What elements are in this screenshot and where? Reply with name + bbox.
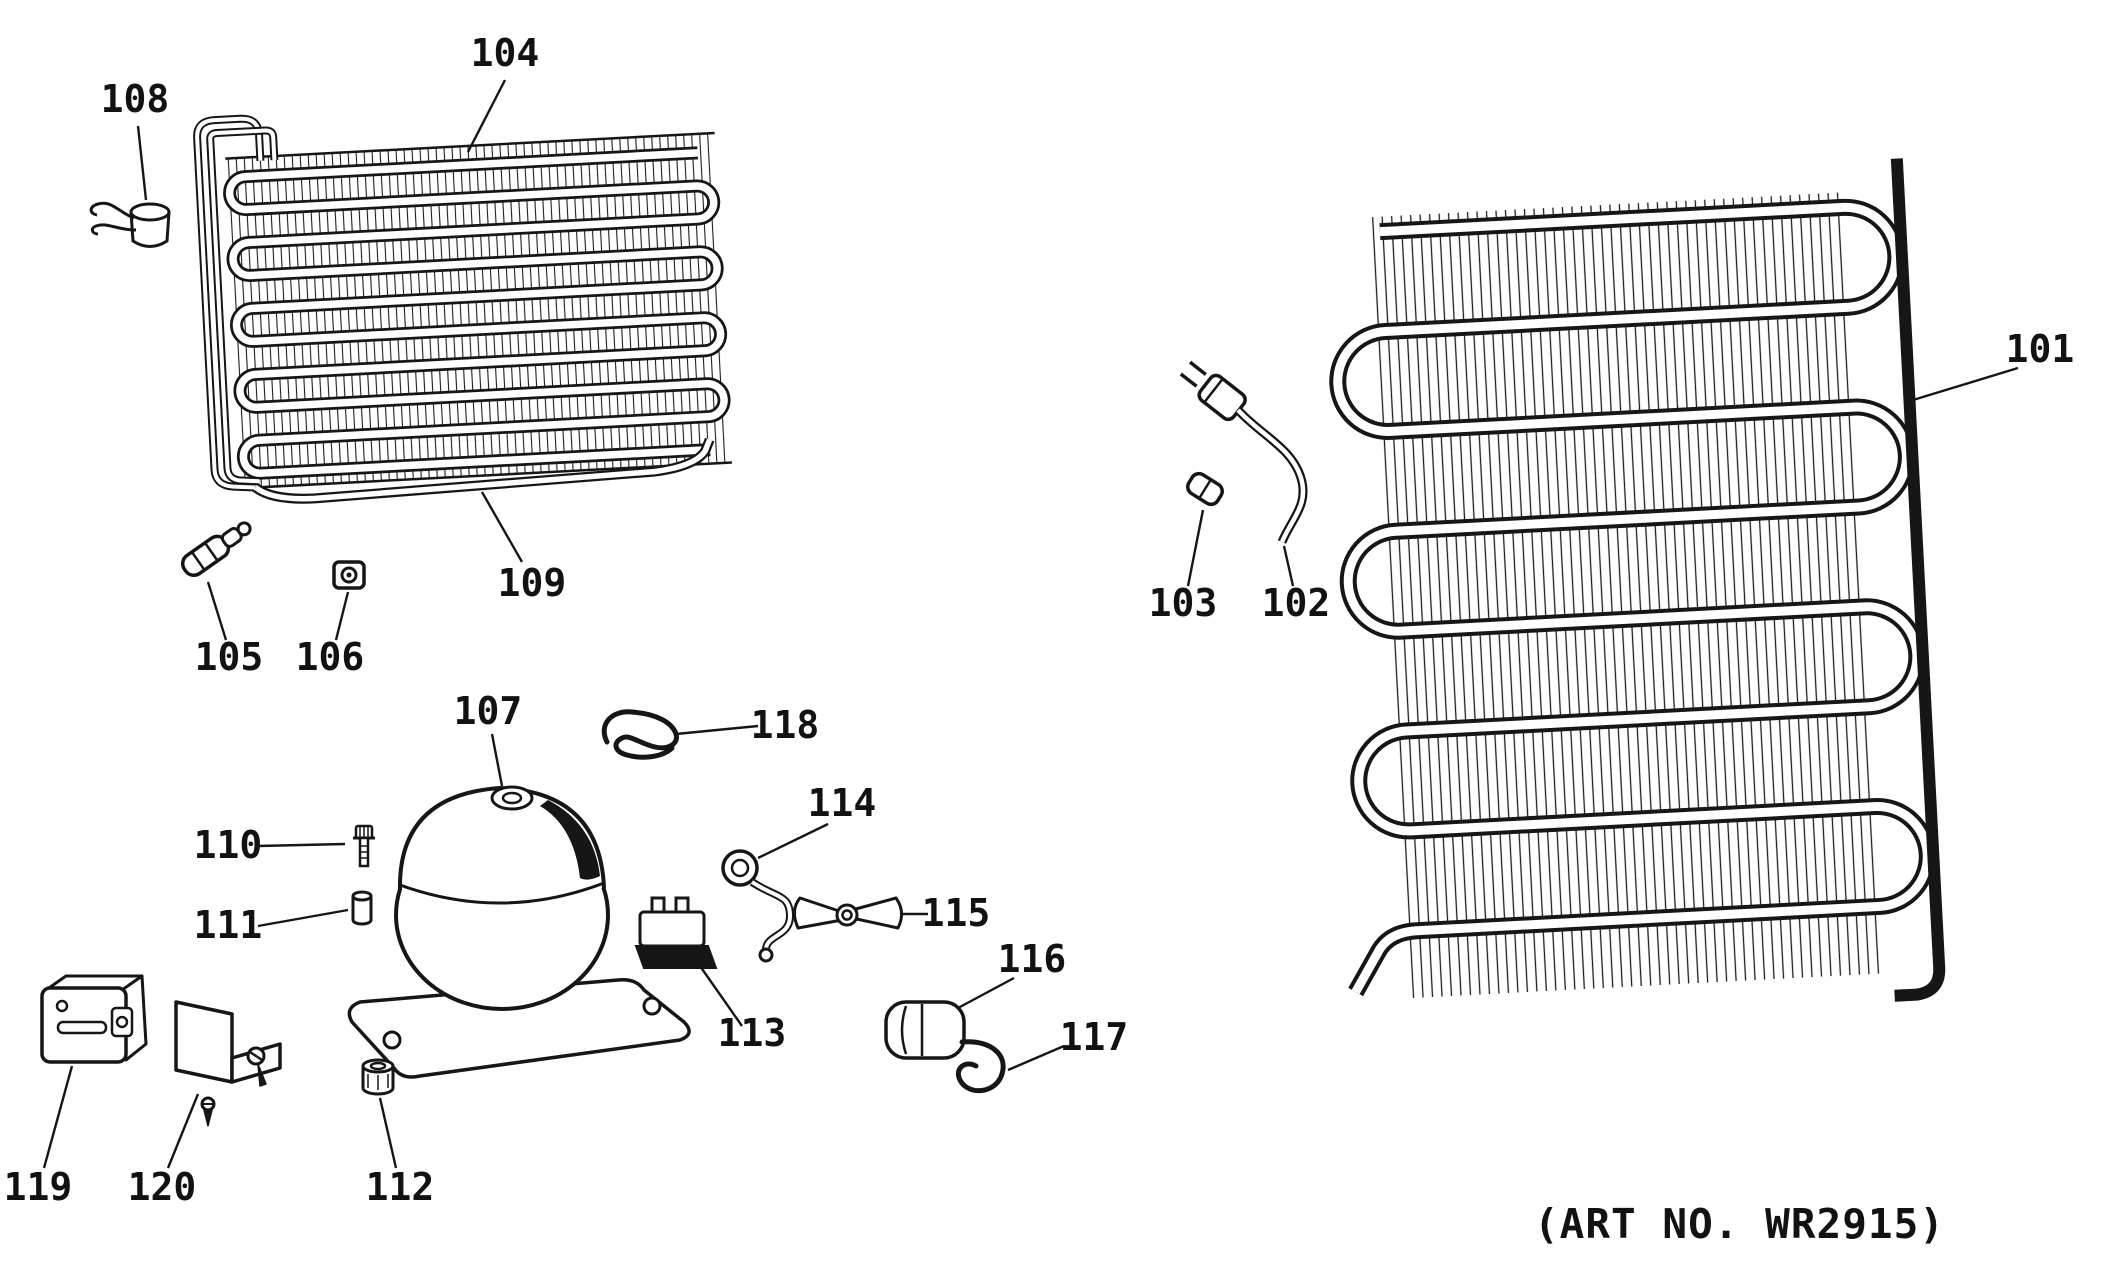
part-label-120: 120: [128, 1165, 197, 1209]
bracket-wing-115: [793, 896, 903, 930]
overload-protector-116: [884, 1000, 966, 1060]
part-label-118: 118: [751, 703, 820, 747]
nut-106: [332, 560, 366, 590]
compressor-107: [394, 785, 610, 1011]
grommet-sleeve-111: [351, 890, 373, 926]
part-label-119: 119: [4, 1165, 73, 1209]
part-label-112: 112: [366, 1165, 435, 1209]
part-label-104: 104: [471, 31, 540, 75]
fitting-103: [1186, 471, 1224, 507]
part-label-106: 106: [296, 635, 365, 679]
part-label-107: 107: [454, 689, 523, 733]
art-number: (ART NO. WR2915): [1534, 1200, 1945, 1248]
part-label-109: 109: [498, 561, 567, 605]
part-label-111: 111: [194, 903, 263, 947]
part-label-117: 117: [1060, 1015, 1129, 1059]
control-box-119: [40, 974, 148, 1064]
compressor-base-plate: [347, 977, 691, 1079]
defrost-thermostat-108: [89, 201, 171, 248]
leader-lines: [42, 79, 2019, 1169]
evaporator-bottom-tube: [252, 437, 715, 504]
part-label-103: 103: [1149, 581, 1218, 625]
relay-plug-114: [721, 849, 795, 963]
wire-clip-117: [956, 1039, 1006, 1094]
part-label-110: 110: [194, 823, 263, 867]
mounting-bolt-110: [353, 824, 375, 868]
part-label-102: 102: [1262, 581, 1331, 625]
grommet-112: [361, 1058, 395, 1096]
bracket-120: [174, 1000, 282, 1127]
relay-113: [634, 896, 718, 969]
part-label-115: 115: [922, 891, 991, 935]
evaporator-coil-assembly: [193, 114, 732, 504]
power-cord-102: [1179, 360, 1308, 544]
part-label-113: 113: [718, 1011, 787, 1055]
part-label-101: 101: [2006, 327, 2075, 371]
valve-105: [180, 521, 252, 577]
condenser-wires: [1365, 192, 1884, 999]
part-label-116: 116: [998, 937, 1067, 981]
condenser-coil-assembly: [1329, 158, 1946, 1002]
part-label-105: 105: [195, 635, 264, 679]
evaporator-inlet-tubes: [193, 114, 279, 492]
spring-clip-118: [601, 709, 679, 760]
part-label-108: 108: [101, 77, 170, 121]
part-label-114: 114: [808, 781, 877, 825]
condenser-frame-bar: [1890, 158, 1946, 1002]
